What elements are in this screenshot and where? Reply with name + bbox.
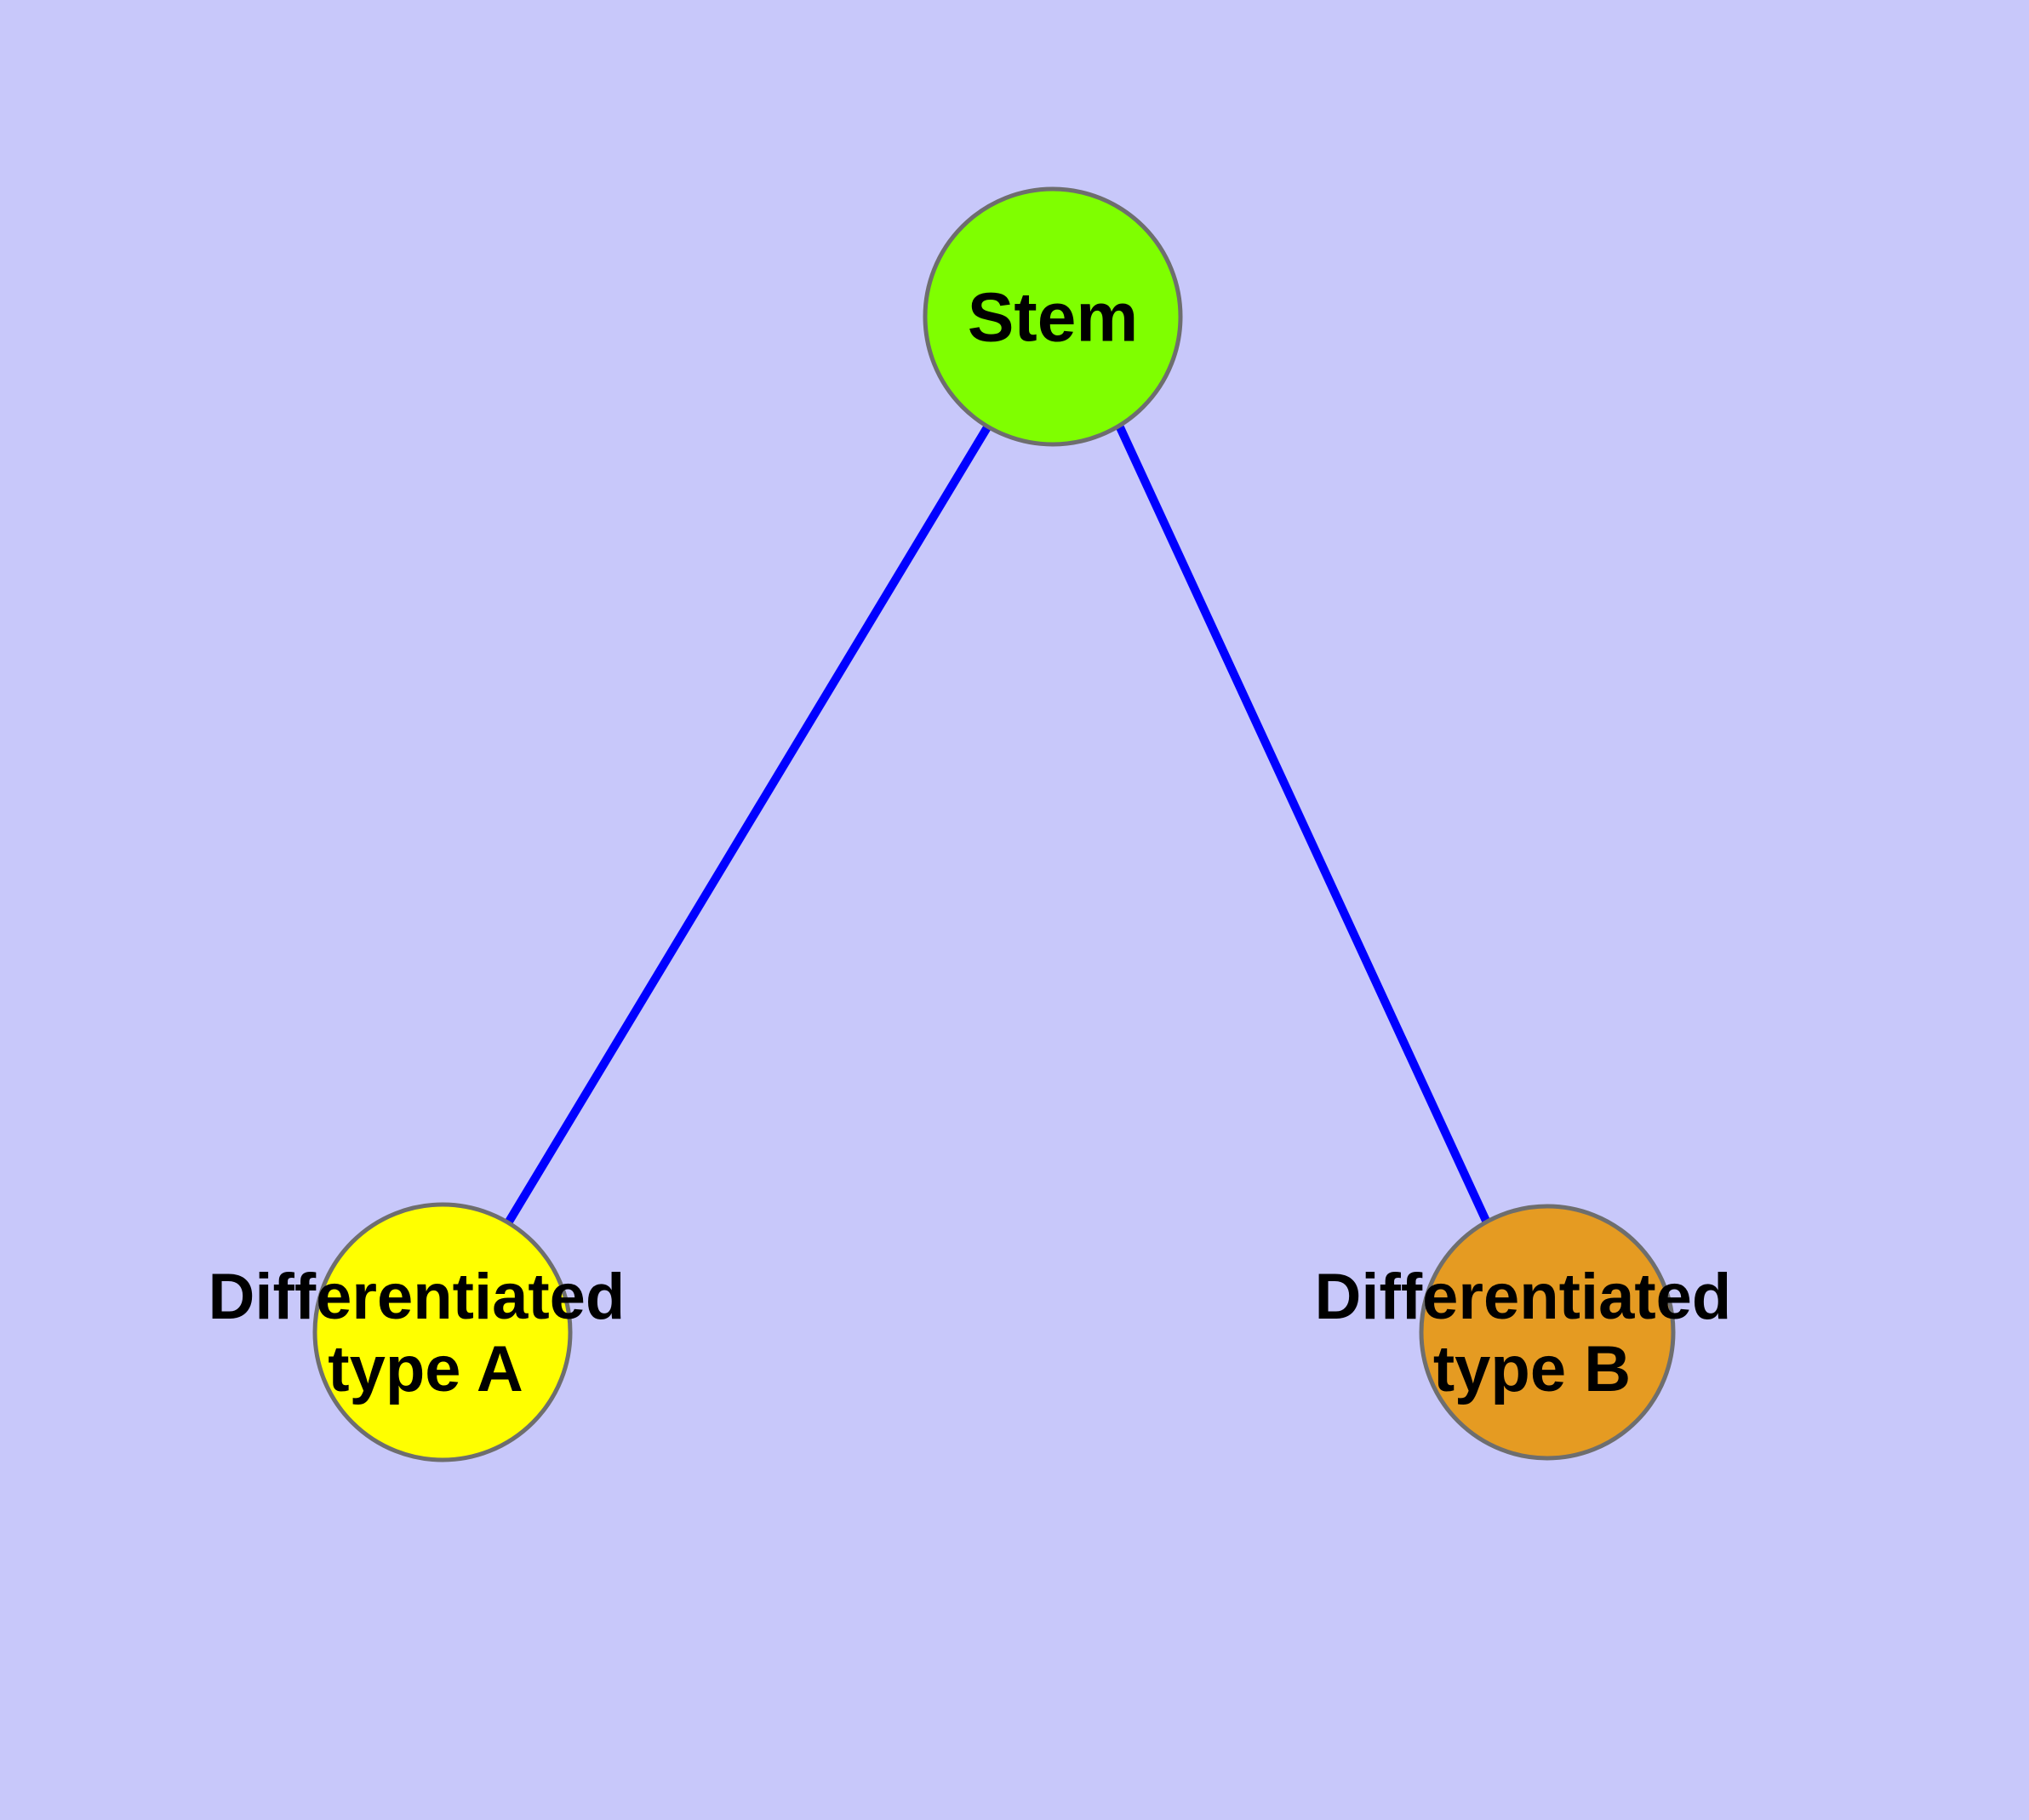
node-stem[interactable]: Stem bbox=[923, 186, 1183, 447]
node-diff-a-label-line-1: Differentiated bbox=[209, 1261, 626, 1333]
edge-stem-to-diff-a[interactable] bbox=[505, 425, 992, 1224]
node-stem-label-line-1: Stem bbox=[968, 279, 1139, 357]
node-diff-b-label: Differentiated type B bbox=[1315, 1261, 1750, 1405]
node-diff-b-label-line-1: Differentiated bbox=[1315, 1261, 1732, 1333]
node-stem-circle[interactable] bbox=[923, 186, 1183, 447]
edge-group bbox=[505, 425, 1490, 1224]
node-diff-b-circle[interactable] bbox=[1419, 1204, 1676, 1461]
node-stem-label: Stem bbox=[968, 279, 1139, 357]
node-diff-a-label: Differentiated type A bbox=[209, 1261, 643, 1405]
node-diff-b-label-line-2: type B bbox=[1433, 1333, 1631, 1405]
node-diff-b[interactable]: Differentiated type B bbox=[1315, 1204, 1750, 1461]
node-diff-a-circle[interactable] bbox=[312, 1202, 573, 1462]
node-diff-a[interactable]: Differentiated type A bbox=[209, 1202, 643, 1462]
node-group: Stem Differentiated type A Differentiate… bbox=[209, 186, 1750, 1462]
edge-stem-to-diff-b[interactable] bbox=[1116, 425, 1490, 1223]
node-diff-a-label-line-2: type A bbox=[328, 1333, 523, 1405]
